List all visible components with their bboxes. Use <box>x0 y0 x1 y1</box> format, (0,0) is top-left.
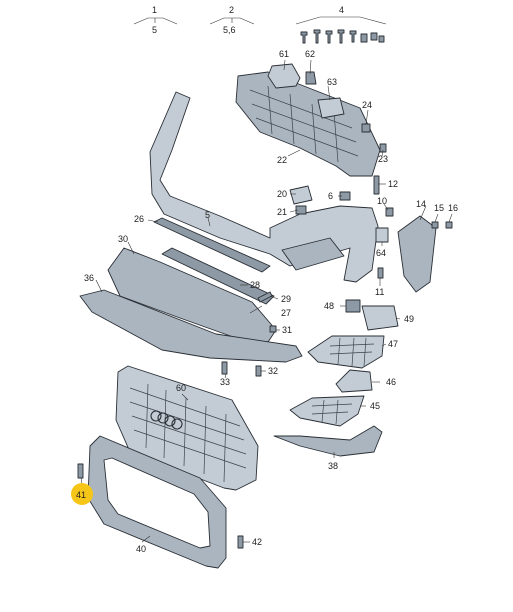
callout-61[interactable]: 61 <box>279 49 289 59</box>
screw-32 <box>255 365 262 377</box>
callout-45[interactable]: 45 <box>370 401 380 411</box>
callout-48[interactable]: 48 <box>324 301 334 311</box>
spoiler-36[interactable] <box>79 289 303 363</box>
bracket-20 <box>289 185 313 205</box>
callout-2[interactable]: 2 <box>229 5 234 15</box>
grille-frame-40[interactable] <box>87 435 227 569</box>
bracket-46 <box>335 369 373 393</box>
clip-48 <box>345 299 361 313</box>
callout-14[interactable]: 14 <box>416 199 426 209</box>
clip-62 <box>305 71 317 85</box>
clip-31 <box>269 325 277 333</box>
grille-insert-47 <box>307 335 385 369</box>
radiator-grille-carrier[interactable] <box>235 71 381 177</box>
clip-29 <box>257 291 273 303</box>
callout-63[interactable]: 63 <box>327 77 337 87</box>
brand-rings-emblem <box>150 410 183 430</box>
callout-49[interactable]: 49 <box>404 314 414 324</box>
bracket-64 <box>375 227 389 243</box>
bracket-49 <box>361 305 399 331</box>
callout-36[interactable]: 36 <box>84 273 94 283</box>
callout-46[interactable]: 46 <box>386 377 396 387</box>
callout-29[interactable]: 29 <box>281 294 291 304</box>
bolt-12 <box>373 175 380 195</box>
callout-11[interactable]: 11 <box>375 287 384 297</box>
callout-32[interactable]: 32 <box>268 366 278 376</box>
callout-10[interactable]: 10 <box>377 196 387 206</box>
callout-41[interactable]: 41 <box>76 490 86 500</box>
trim-strip-26 <box>153 217 271 273</box>
callout-16[interactable]: 16 <box>448 203 458 213</box>
callout-30[interactable]: 30 <box>118 234 128 244</box>
screw-10 <box>385 207 394 217</box>
group-bracket-2: 2 5,6 <box>209 5 255 35</box>
group-bracket-1: 1 5 <box>133 5 178 35</box>
callout-60[interactable]: 60 <box>176 383 186 393</box>
callout-4[interactable]: 4 <box>339 5 344 15</box>
highlight-marker <box>71 483 93 505</box>
callout-1[interactable]: 1 <box>152 5 157 15</box>
callout-5[interactable]: 5 <box>205 210 210 220</box>
callout-21[interactable]: 21 <box>277 207 287 217</box>
energy-absorber-30[interactable] <box>107 247 277 343</box>
side-bracket-14 <box>397 215 437 293</box>
screw-23 <box>379 143 387 153</box>
screw-11 <box>377 267 384 279</box>
callout-23[interactable]: 23 <box>378 154 388 164</box>
screw-33 <box>221 361 228 375</box>
trim-38 <box>273 425 383 457</box>
callout-22[interactable]: 22 <box>277 155 287 165</box>
radiator-grille-60[interactable] <box>115 365 259 491</box>
callout-64[interactable]: 64 <box>376 248 386 258</box>
clip-24 <box>361 123 371 133</box>
callout-47[interactable]: 47 <box>388 339 398 349</box>
bracket-63 <box>317 97 345 119</box>
group-bracket-4: 4 <box>295 5 387 44</box>
callout-24[interactable]: 24 <box>362 100 372 110</box>
fastener-set <box>300 29 385 44</box>
callout-2-sub: 5,6 <box>223 25 236 35</box>
sensor-bracket-61 <box>267 63 301 89</box>
callout-40[interactable]: 40 <box>136 544 146 554</box>
leader-lines <box>80 59 453 543</box>
callout-28[interactable]: 28 <box>250 280 260 290</box>
lower-grille-27 <box>161 247 275 305</box>
callout-15[interactable]: 15 <box>434 203 444 213</box>
screw-16 <box>445 221 453 229</box>
callout-labels: 61 62 63 24 23 22 20 21 6 12 10 14 15 16… <box>76 49 458 554</box>
callout-62[interactable]: 62 <box>305 49 315 59</box>
screw-42 <box>237 535 244 549</box>
grille-insert-45 <box>289 395 365 427</box>
callout-26[interactable]: 26 <box>134 214 144 224</box>
callout-27[interactable]: 27 <box>281 308 291 318</box>
callout-6[interactable]: 6 <box>328 191 333 201</box>
callout-42[interactable]: 42 <box>252 537 262 547</box>
screw-15 <box>431 221 439 229</box>
callout-12[interactable]: 12 <box>388 179 398 189</box>
callout-31[interactable]: 31 <box>282 325 292 335</box>
callout-1-sub: 5 <box>152 25 157 35</box>
callout-20[interactable]: 20 <box>277 189 287 199</box>
bumper-cover[interactable] <box>149 91 379 283</box>
clip-41 <box>77 463 84 479</box>
clip-21 <box>295 205 307 215</box>
callout-33[interactable]: 33 <box>220 377 230 387</box>
callout-38[interactable]: 38 <box>328 461 338 471</box>
